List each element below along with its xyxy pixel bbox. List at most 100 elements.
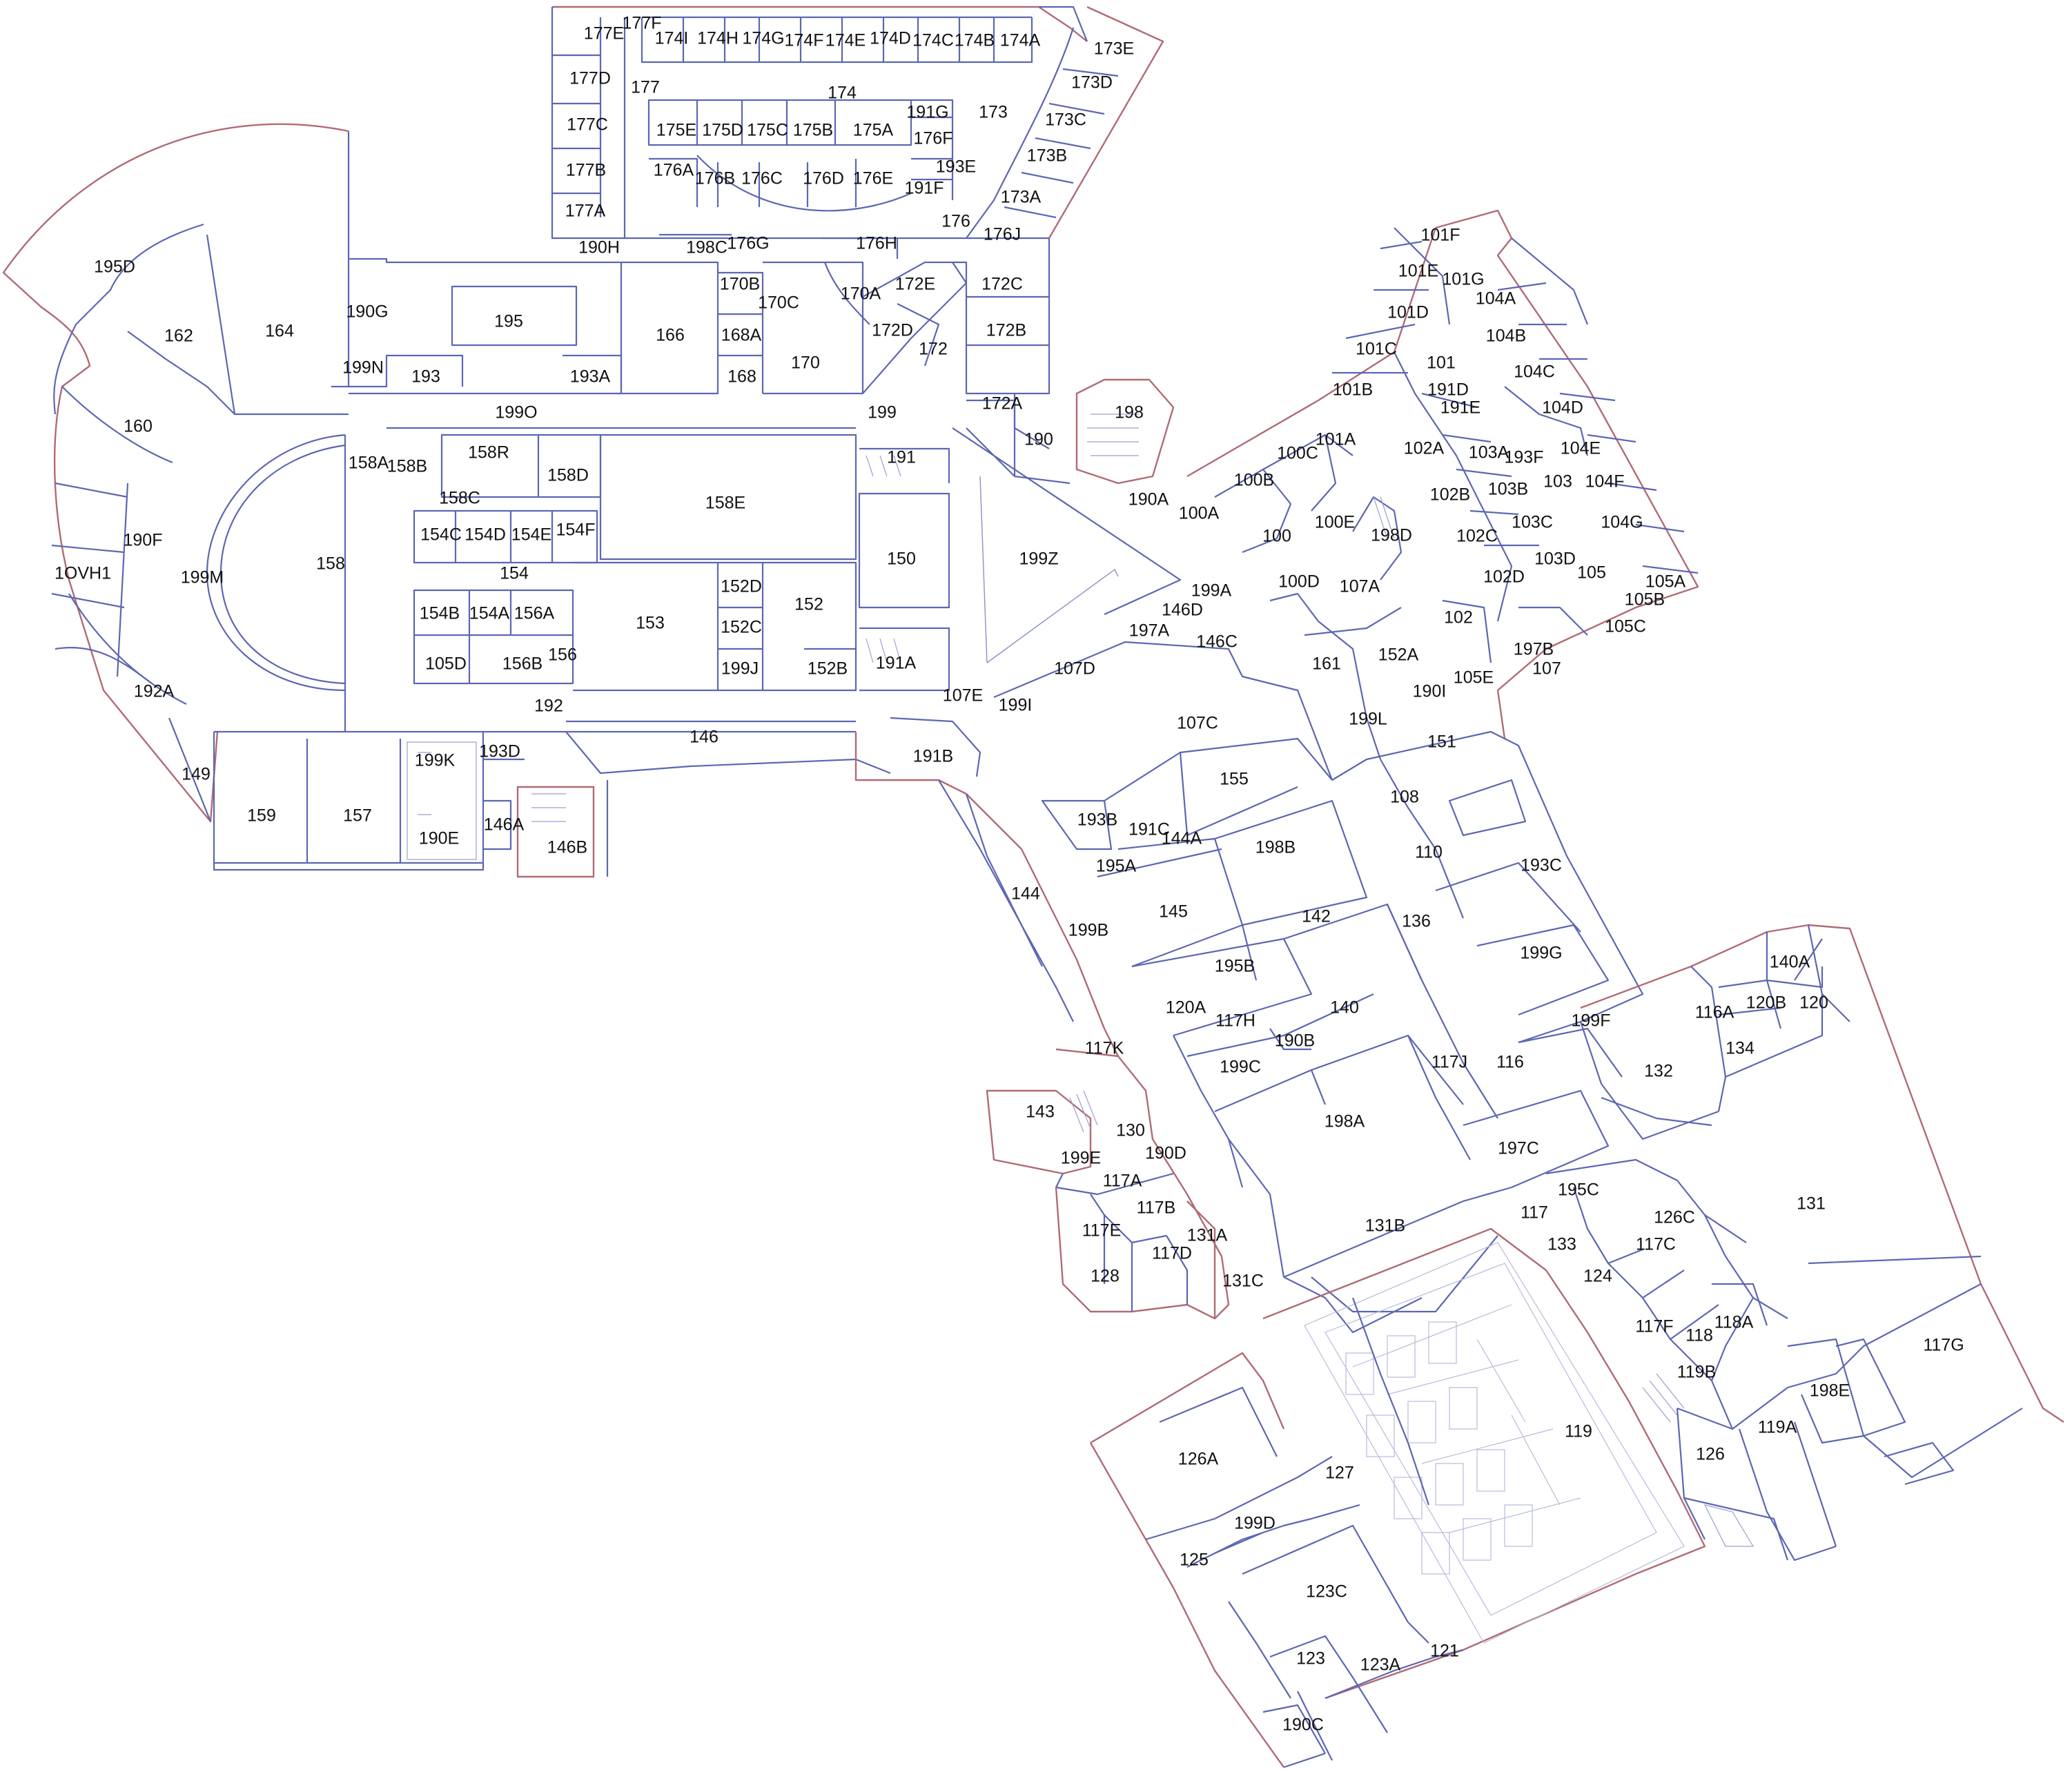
room-label: 156 xyxy=(548,645,577,665)
room-label: 195D xyxy=(94,257,135,277)
room-label: 190I xyxy=(1413,682,1447,701)
room-label: 123C xyxy=(1306,1582,1347,1602)
room-label: 190G xyxy=(346,302,388,322)
room-label: 124 xyxy=(1583,1267,1612,1286)
room-label: 103C xyxy=(1512,513,1553,532)
room-label: 170 xyxy=(791,353,820,373)
room-label: 199C xyxy=(1220,1058,1261,1077)
room-label: 174E xyxy=(825,31,866,50)
room-label: 190D xyxy=(1145,1144,1186,1163)
room-label: 161 xyxy=(1312,654,1341,674)
room-label: 191E xyxy=(1440,398,1480,418)
room-label: 102 xyxy=(1444,608,1473,628)
room-label: 199K xyxy=(415,751,456,770)
room-label: 190A xyxy=(1128,490,1169,509)
room-label: 108 xyxy=(1390,788,1419,807)
room-label: 190B xyxy=(1275,1031,1315,1051)
room-label: 190H xyxy=(578,238,620,257)
room-label: 177A xyxy=(565,202,606,221)
room-label: 198C xyxy=(686,238,727,257)
room-label: 104D xyxy=(1542,398,1583,418)
room-label: 158A xyxy=(349,454,389,473)
room-label: 101A xyxy=(1316,430,1356,449)
room-label: 198B xyxy=(1255,838,1296,857)
room-label: 104B xyxy=(1486,327,1526,346)
room-label: 166 xyxy=(656,326,685,345)
room-label: 117F xyxy=(1635,1317,1673,1336)
room-label: 199A xyxy=(1191,581,1232,601)
room-label: 103A xyxy=(1469,443,1509,463)
room-label: 126 xyxy=(1696,1445,1725,1464)
room-label: 118 xyxy=(1685,1326,1713,1345)
room-label: 158C xyxy=(439,489,480,508)
room-label: 117K xyxy=(1085,1039,1124,1058)
room-label: 154 xyxy=(500,564,529,583)
room-label: 101G xyxy=(1442,270,1484,289)
room-label: 119B xyxy=(1677,1363,1717,1382)
room-label: 173E xyxy=(1094,39,1134,59)
room-label: 173C xyxy=(1045,110,1086,130)
room-label: 140 xyxy=(1330,998,1359,1018)
room-label: 120 xyxy=(1799,993,1828,1013)
room-label: 154C xyxy=(420,525,462,545)
room-label: 156A xyxy=(514,604,555,623)
room-label: 199F xyxy=(1572,1011,1611,1031)
room-label: 193E xyxy=(936,157,976,177)
room-label: 191C xyxy=(1128,820,1170,839)
room-label: 177 xyxy=(631,78,660,97)
room-label: 102B xyxy=(1430,485,1470,505)
room-label: 146 xyxy=(690,728,719,747)
room-label: 130 xyxy=(1116,1121,1145,1140)
room-label: 168 xyxy=(727,367,756,387)
room-label: 140A xyxy=(1770,953,1810,972)
room-label: 193C xyxy=(1521,856,1562,875)
room-label: 100A xyxy=(1179,504,1220,523)
room-label: 199 xyxy=(868,403,897,422)
room-label: 174B xyxy=(955,31,995,50)
room-label: 104A xyxy=(1476,289,1516,309)
room-label: 152A xyxy=(1378,645,1419,665)
room-label: 197C xyxy=(1498,1139,1539,1158)
room-label: 175B xyxy=(793,121,833,140)
room-label: 173 xyxy=(979,103,1008,122)
room-label: 103D xyxy=(1534,550,1576,569)
room-label: 152B xyxy=(808,659,848,679)
room-label: 158E xyxy=(705,494,745,513)
room-label: 154E xyxy=(511,525,551,545)
room-label: 131B xyxy=(1365,1216,1405,1236)
room-label: 158D xyxy=(547,466,589,485)
room-label: 158B xyxy=(387,457,427,476)
room-label: 175C xyxy=(747,121,788,140)
room-label: 100 xyxy=(1262,527,1291,546)
room-label: 174C xyxy=(912,31,954,50)
room-label: 117B xyxy=(1137,1198,1176,1218)
room-label: 175D xyxy=(702,121,743,140)
room-label: 191A xyxy=(876,654,917,673)
room-label: 117D xyxy=(1152,1244,1192,1263)
room-label: 173B xyxy=(1027,146,1067,166)
room-label: 199G xyxy=(1520,944,1562,963)
room-label: 104F xyxy=(1585,472,1625,492)
room-label: 102C xyxy=(1456,527,1498,546)
room-label: 100D xyxy=(1278,572,1320,592)
room-label: 152D xyxy=(721,577,762,596)
room-label: 102D xyxy=(1483,567,1525,587)
room-label: 117H xyxy=(1215,1011,1255,1031)
room-label: 118A xyxy=(1714,1313,1754,1332)
room-label: 132 xyxy=(1644,1062,1673,1081)
room-label: 120B xyxy=(1746,993,1786,1013)
room-label: 174A xyxy=(1000,31,1041,50)
room-label: 154D xyxy=(465,525,506,545)
room-label: 101E xyxy=(1398,262,1438,281)
room-label: 105 xyxy=(1577,563,1606,583)
room-label: 134 xyxy=(1726,1039,1755,1058)
room-label: 149 xyxy=(182,765,211,784)
room-label: 101F xyxy=(1421,226,1460,245)
room-label: 175E xyxy=(656,121,696,140)
room-label: 143 xyxy=(1026,1102,1055,1122)
room-label: 176F xyxy=(914,129,953,148)
room-label: 190 xyxy=(1024,430,1053,449)
room-label: 174D xyxy=(870,29,911,48)
room-label: 192A xyxy=(134,682,175,701)
room-label: 174F xyxy=(785,31,824,50)
